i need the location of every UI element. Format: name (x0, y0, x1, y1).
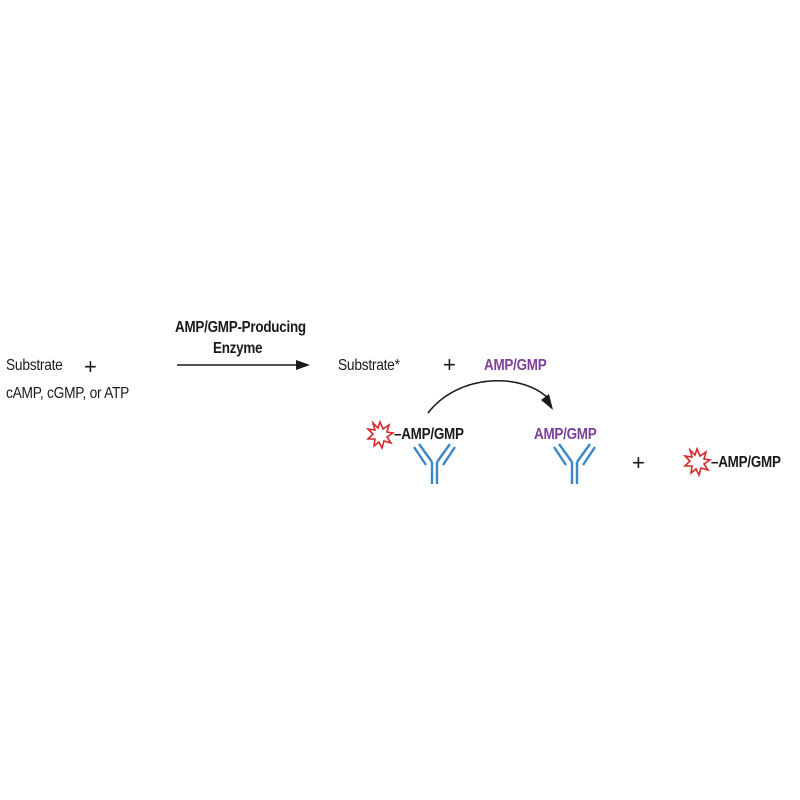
detection-plus: + (632, 450, 645, 475)
product-nucleotide: AMP/GMP (484, 357, 547, 374)
antibody-icon (413, 443, 456, 484)
antibody-icon (553, 443, 596, 484)
reaction-arrow-icon (177, 360, 310, 370)
reactant-nucleotides: cAMP, cGMP, or ATP (6, 385, 130, 402)
starburst-tracer-icon (365, 419, 396, 451)
displaced-nucleotide-label: AMP/GMP (534, 426, 597, 443)
tracer-free-label: –AMP/GMP (711, 454, 781, 471)
tracer-bound-label: –AMP/GMP (394, 426, 464, 443)
product-plus: + (443, 352, 456, 377)
enzyme-label-line1: AMP/GMP-Producing (175, 319, 306, 336)
reactant-substrate: Substrate (6, 357, 63, 374)
reactant-plus: + (84, 354, 97, 379)
starburst-tracer-icon (682, 446, 713, 478)
product-substrate: Substrate* (338, 357, 400, 374)
curved-arrow-icon (427, 380, 553, 414)
enzyme-label-line2: Enzyme (213, 340, 263, 357)
